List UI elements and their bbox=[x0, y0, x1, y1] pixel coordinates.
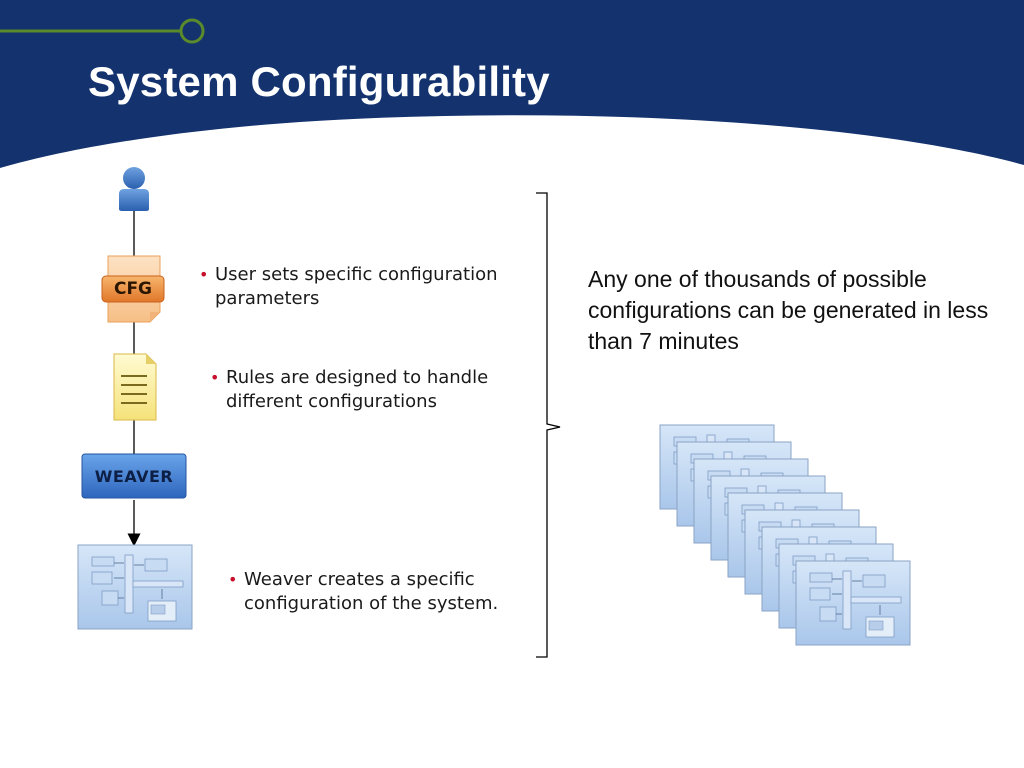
user-icon bbox=[119, 167, 149, 211]
bullet-rules-designed: • Rules are designed to handle different… bbox=[210, 366, 546, 414]
weaver-box bbox=[81, 453, 187, 499]
configuration-stack bbox=[659, 424, 911, 646]
bullet-dot: • bbox=[199, 265, 209, 284]
grouping-bracket bbox=[536, 192, 561, 658]
summary-text: Any one of thousands of possible configu… bbox=[588, 266, 989, 354]
bullet-text: Rules are designed to handle different c… bbox=[226, 367, 489, 412]
bullet-weaver-creates: • Weaver creates a specific configuratio… bbox=[228, 568, 564, 616]
cfg-label: CFG bbox=[113, 279, 153, 299]
header-banner bbox=[0, 0, 1024, 168]
accent-circle bbox=[179, 18, 205, 44]
system-configuration-icon bbox=[77, 544, 193, 630]
weaver-label: WEAVER bbox=[94, 466, 174, 486]
bullet-user-sets-parameters: • User sets specific configuration param… bbox=[199, 263, 555, 311]
bullet-text: User sets specific configuration paramet… bbox=[215, 264, 498, 309]
bullet-dot: • bbox=[228, 570, 238, 589]
rules-document-icon bbox=[113, 353, 157, 421]
page-title: System Configurability bbox=[88, 58, 550, 105]
bullet-text: Weaver creates a specific configuration … bbox=[244, 569, 499, 614]
config-file-icon bbox=[101, 255, 165, 323]
bullet-dot: • bbox=[210, 368, 220, 387]
